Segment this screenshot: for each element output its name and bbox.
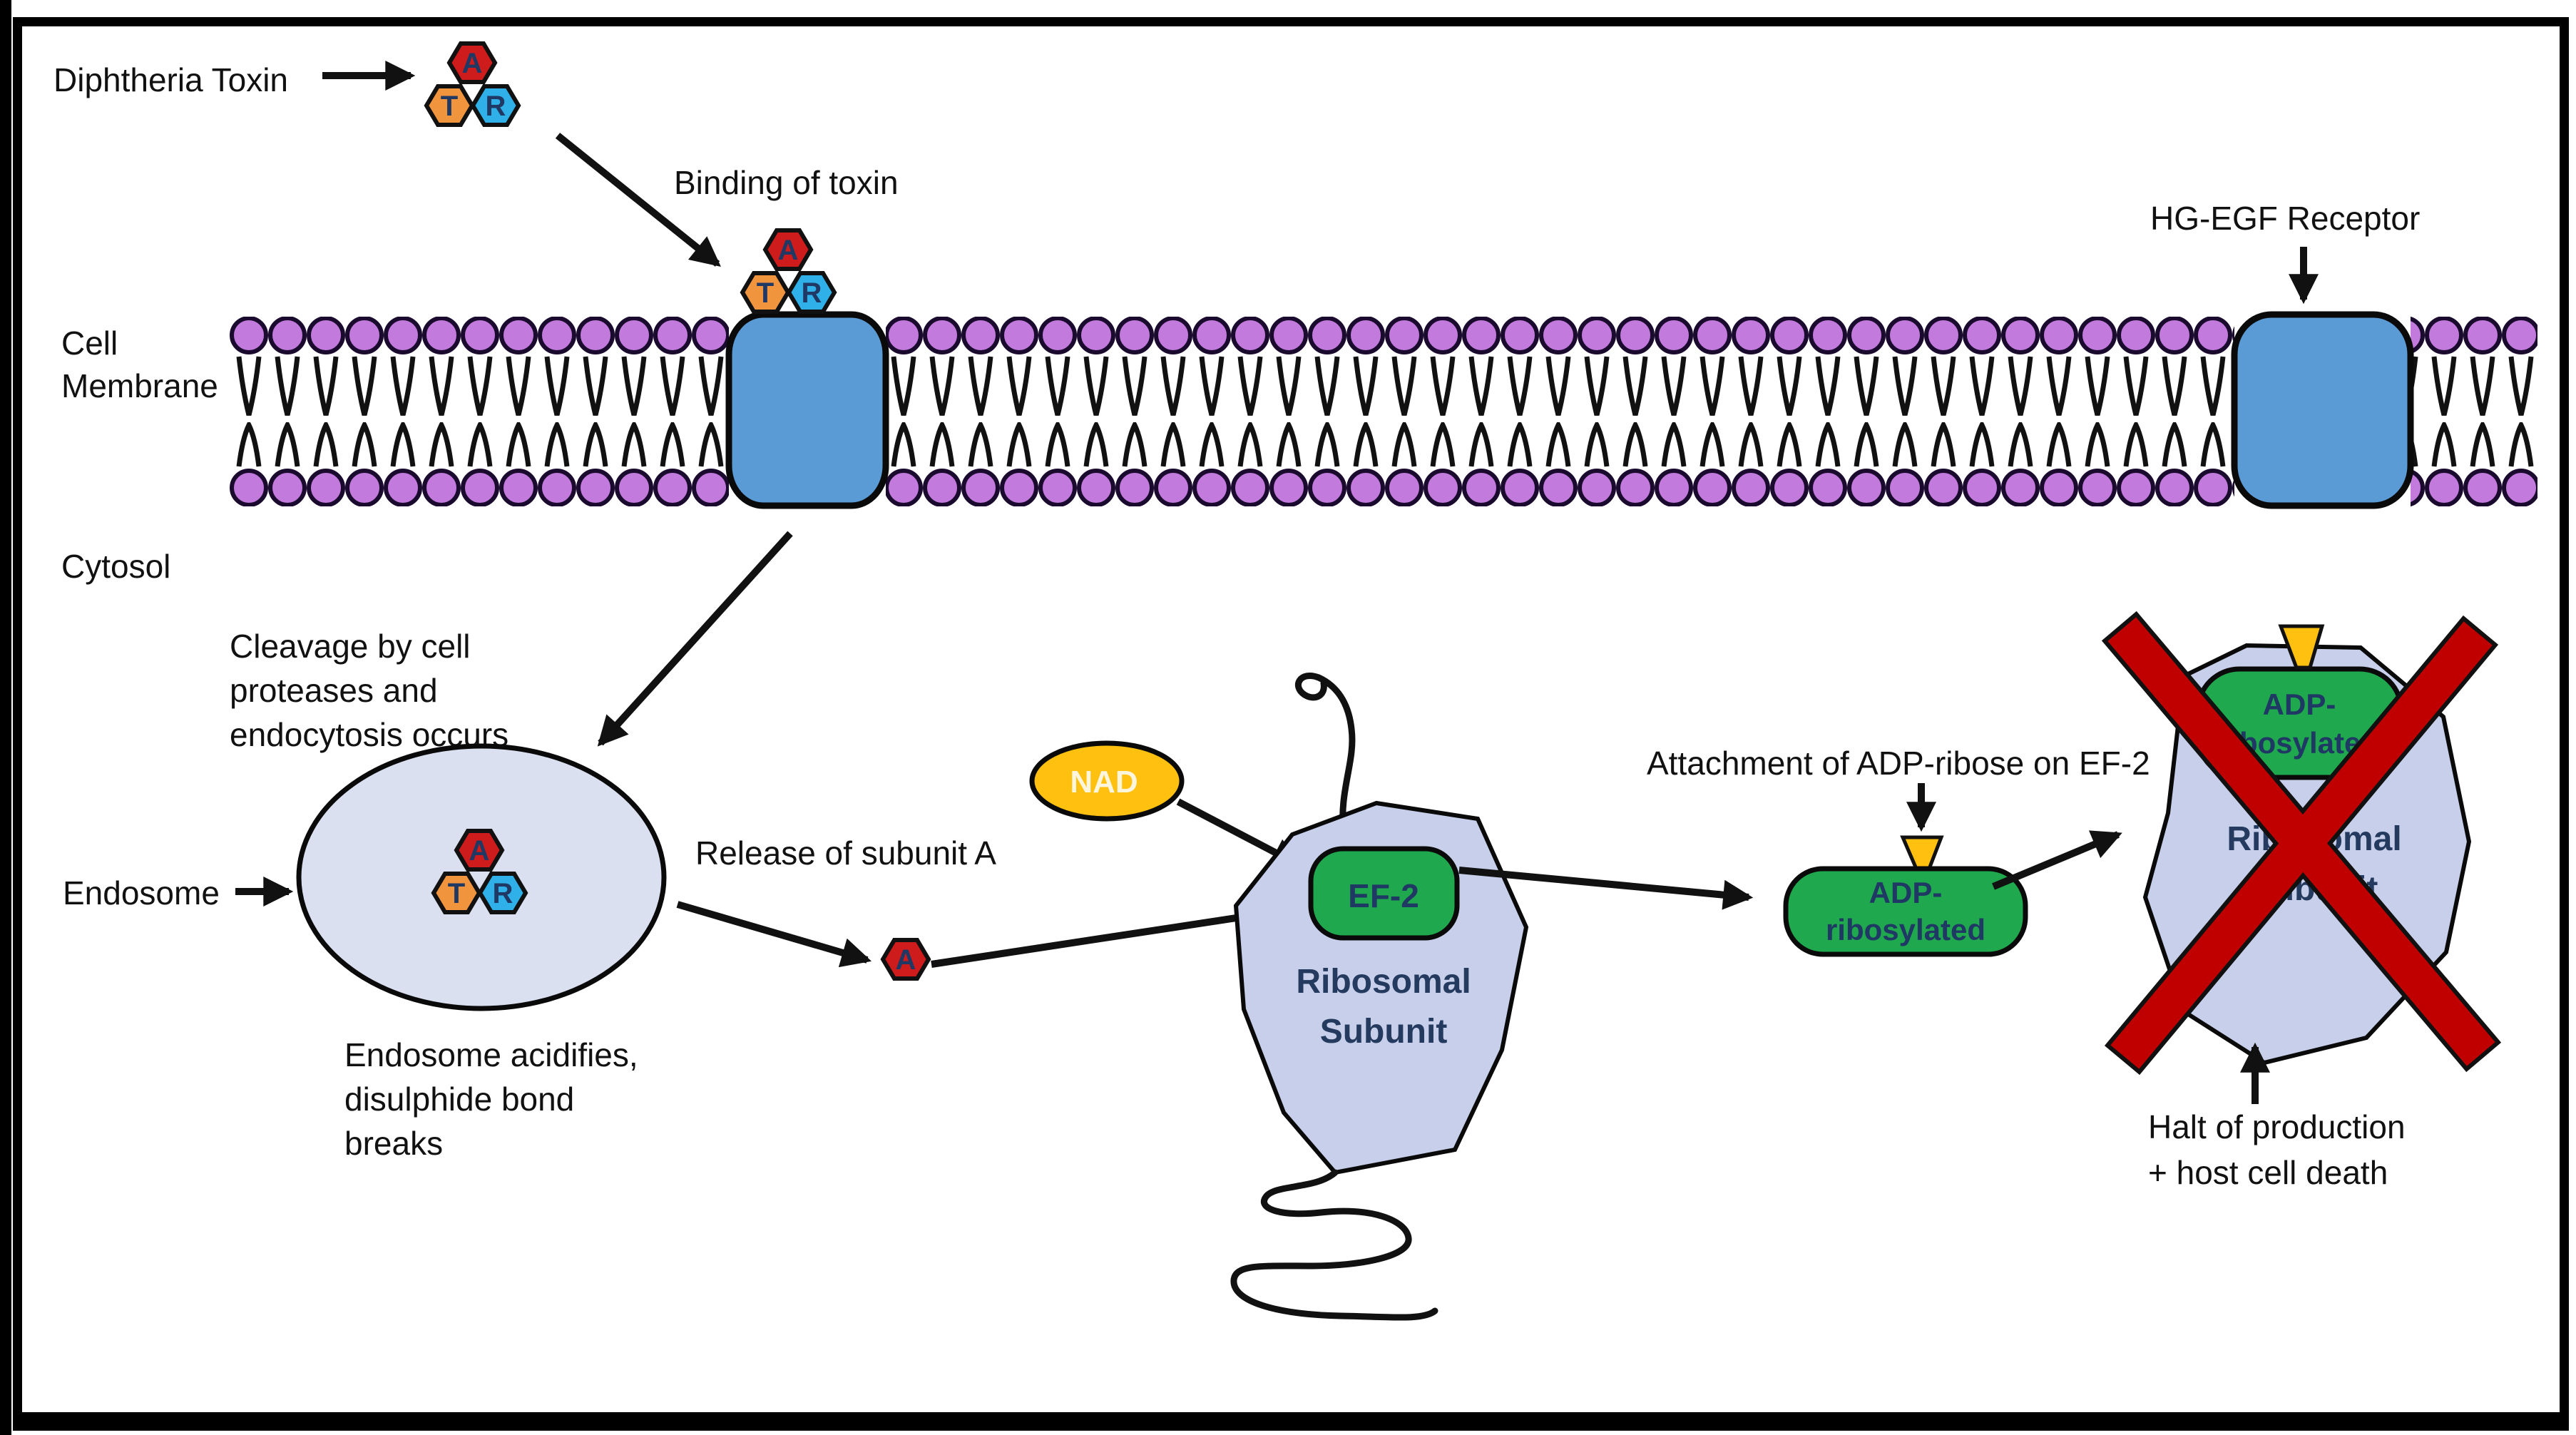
- subunit-a-to-ef2-arrow: [931, 899, 1293, 968]
- cross-bar: [2110, 621, 2493, 1069]
- subunit-a-letter: A: [469, 835, 490, 867]
- release-arrow: [676, 901, 872, 968]
- adp-label-line1: ADP-: [1869, 876, 1943, 909]
- cell-membrane-bilayer: [230, 317, 2537, 506]
- ribosomal-label-line2: Subunit: [1320, 1013, 1448, 1051]
- cytosol-label: Cytosol: [61, 548, 170, 585]
- cleavage-label-line1: Cleavage by cell: [230, 628, 471, 665]
- adp-ribosylated-ef2-box: [1783, 866, 2028, 957]
- subunit-t-letter: T: [448, 878, 465, 909]
- endocytosis-arrow: [597, 531, 793, 747]
- red-cross-out-mark: [2101, 611, 2502, 1076]
- figure-border-frame: [13, 17, 2569, 1431]
- bound-receptor: [725, 311, 889, 509]
- halt-label-line1: Halt of production: [2148, 1108, 2406, 1145]
- toxin-subunit-a-hexagon: [446, 41, 498, 84]
- toxin-subunit-r-hexagon: [786, 271, 837, 314]
- cleavage-label-line2: proteases and: [230, 672, 438, 709]
- diphtheria-toxin-particle: A T R: [424, 41, 521, 127]
- adp-label-line1: ADP-: [2263, 688, 2336, 721]
- subunit-a-letter: A: [462, 48, 483, 79]
- release-subunit-a-label: Release of subunit A: [695, 834, 996, 872]
- adp-label-line2: ribosylated: [1826, 913, 1985, 946]
- hg-egf-receptor-label: HG-EGF Receptor: [2150, 200, 2420, 237]
- subunit-r-letter: R: [486, 91, 506, 122]
- toxin-bound-on-receptor: A T R: [740, 228, 837, 314]
- subunit-a-letter: A: [778, 235, 799, 266]
- mrna-strand-top: [1294, 673, 1356, 838]
- subunit-t-letter: T: [441, 91, 458, 122]
- attachment-label: Attachment of ADP-ribose on EF-2: [1647, 745, 2150, 782]
- membrane-segment: [886, 422, 2234, 506]
- membrane-segment: [2411, 422, 2537, 506]
- acidifies-label-line1: Endosome acidifies,: [344, 1036, 638, 1073]
- toxin-subunit-a-hexagon: [880, 938, 931, 981]
- endosome-vesicle: [296, 743, 667, 1011]
- ef2-protein-box: [1308, 846, 1460, 941]
- left-edge-strip: [0, 0, 11, 1435]
- ef2-label: EF-2: [1348, 877, 1419, 914]
- hg-egf-receptor: [2231, 311, 2414, 509]
- subunit-r-letter: R: [493, 878, 513, 909]
- binding-of-toxin-label: Binding of toxin: [674, 164, 899, 201]
- acidifies-label-line3: breaks: [344, 1125, 443, 1162]
- adp-to-ribosome-arrow: [1992, 830, 2122, 890]
- adp-ribose-tag: [2278, 624, 2325, 670]
- adp-ribose-tag: [1900, 835, 1944, 871]
- ribosomal-label-line1: Ribosomal: [1296, 963, 1471, 1001]
- endosome-label: Endosome: [63, 874, 220, 911]
- mrna-strand-bottom: [1230, 1169, 1438, 1321]
- membrane-segment: [2411, 317, 2537, 424]
- membrane-segment: [230, 317, 729, 424]
- subunit-t-letter: T: [757, 277, 774, 309]
- diphtheria-toxin-label: Diphtheria Toxin: [53, 61, 288, 98]
- acidifies-label-line2: disulphide bond: [344, 1081, 574, 1118]
- subunit-a-letter: A: [896, 944, 916, 976]
- cell-membrane-label-line1: Cell: [61, 325, 118, 362]
- membrane-segment: [230, 422, 729, 506]
- toxin-subunit-a-hexagon: [762, 228, 814, 271]
- binding-arrow: [555, 133, 721, 267]
- nad-molecule: [1029, 740, 1185, 822]
- toxin-subunit-a-hexagon: [454, 829, 505, 872]
- nad-label: NAD: [1070, 765, 1138, 800]
- toxin-subunit-r-hexagon: [470, 84, 521, 127]
- released-subunit-a: A: [880, 938, 931, 981]
- ef2-to-adp-arrow: [1458, 867, 1754, 910]
- subunit-r-letter: R: [802, 277, 822, 309]
- toxin-in-endosome: A T R: [431, 829, 528, 914]
- membrane-segment: [886, 317, 2234, 424]
- halt-label-line2: + host cell death: [2148, 1154, 2388, 1191]
- toxin-subunit-r-hexagon: [477, 872, 528, 914]
- cell-membrane-label-line2: Membrane: [61, 367, 218, 404]
